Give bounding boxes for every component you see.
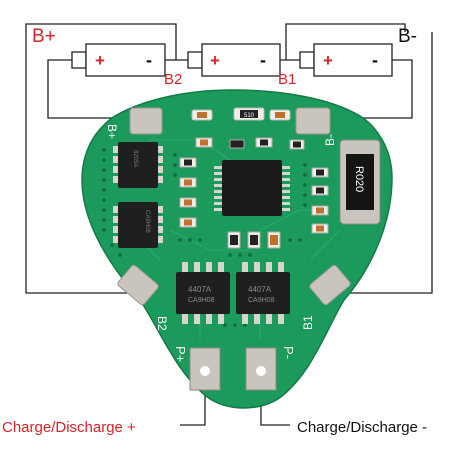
silk-b1: B1 [301,315,315,330]
silk-b2: B2 [155,316,169,331]
pad-p-plus [189,347,221,391]
svg-text:CA9H08: CA9H08 [144,210,150,233]
shunt-resistor: R020 [339,139,381,225]
label-b2: B2 [164,71,182,88]
pad-b2 [117,264,159,306]
wire-b-minus-right [334,32,433,294]
battery-cell-1: + - [71,43,166,77]
wire-b-plus-left [25,28,135,294]
silk-b-plus: B+ [105,124,119,139]
label-b1: B1 [278,71,296,88]
label-charge-minus: Charge/Discharge - [297,419,427,436]
cell-1-plus: + [95,51,105,70]
wire-cell1-left [47,59,148,119]
silk-p-minus: P- [281,346,296,359]
left-chip-upper: 8205A [113,142,163,188]
label-b-minus: B- [398,26,417,47]
pcb-outline [81,89,393,409]
bottom-chip-left-code: CA9H08 [188,297,215,304]
center-ic [214,160,290,216]
wire-cell2-right [280,23,406,61]
bottom-chip-left: 4407A CA9H08 [176,262,230,324]
pad-b-plus [129,107,163,135]
pcb-board: B+ B- B2 B1 P+ P- 510 [81,89,393,409]
shunt-resistor-label: R020 [353,166,365,192]
cell-3-plus: + [323,51,333,70]
pad-b-minus [295,107,331,135]
top-smd-row: 510 [191,107,291,121]
cell-1-minus: - [146,50,152,70]
bottom-chip-right: 4407A CA9H08 [236,262,290,324]
wire-b-plus-top [25,23,177,48]
pad-p-minus [245,347,277,391]
label-charge-plus: Charge/Discharge + [2,419,136,436]
cell-2-minus: - [260,50,266,70]
bottom-chip-right-code: CA9H08 [248,297,275,304]
silk-p-plus: P+ [173,346,188,362]
battery-cell-2: + - [187,43,281,77]
cell-3-minus: - [372,50,378,70]
cell-2-plus: + [210,51,220,70]
silk-b-minus: B- [323,134,337,146]
smd-resistor-label: 510 [244,113,255,119]
label-b-plus: B+ [32,26,56,47]
smd-components [179,137,329,249]
bottom-chip-left-label: 4407A [188,285,212,294]
svg-text:8205A: 8205A [132,150,138,167]
pad-b1 [309,264,351,306]
left-chip-lower: CA9H08 [113,202,163,248]
bottom-chip-right-label: 4407A [248,285,272,294]
battery-cell-3: + - [299,43,393,77]
